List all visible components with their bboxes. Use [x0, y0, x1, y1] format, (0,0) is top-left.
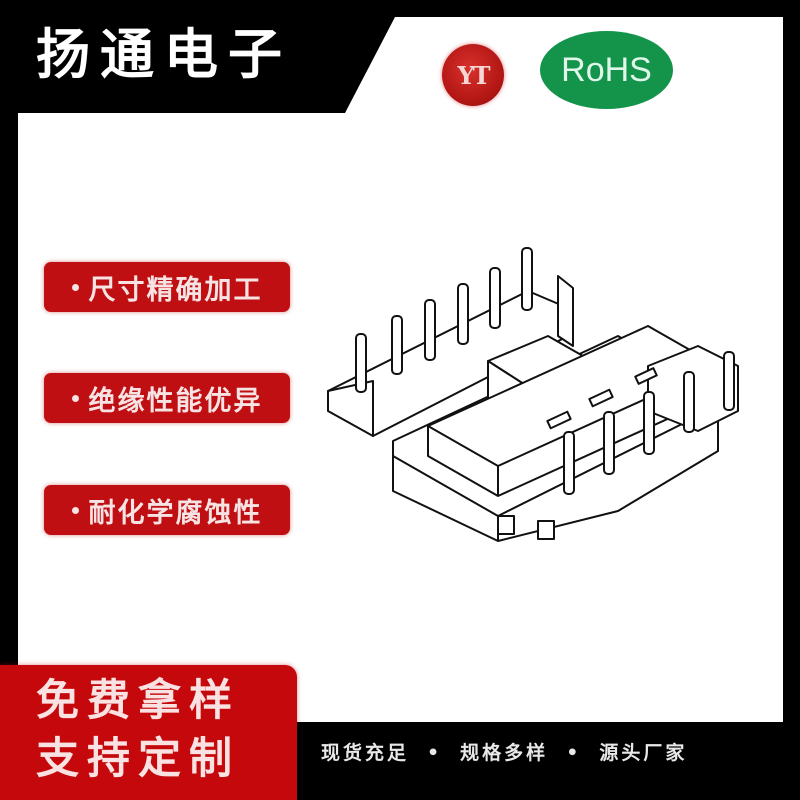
rohs-label: RoHS: [561, 50, 652, 89]
feature-label: 尺寸精确加工: [88, 274, 263, 306]
yt-logo-icon: YT: [442, 44, 504, 106]
slogan-separator: •: [566, 742, 582, 764]
feature-pill-insulation: 绝缘性能优异: [44, 373, 290, 423]
feature-pill-precision: 尺寸精确加工: [44, 262, 290, 312]
promo-free-sample: 免费拿样: [36, 676, 240, 726]
feature-label: 耐化学腐蚀性: [88, 497, 263, 529]
slogan-in-stock: 现货充足: [321, 742, 410, 764]
transformer-bobbin-drawing-icon: [327, 247, 739, 542]
slogan-separator: •: [427, 742, 443, 764]
slogan-bar: 现货充足 • 规格多样 • 源头厂家: [297, 722, 800, 800]
slogan-source-factory: 源头厂家: [599, 742, 688, 764]
promo-customization: 支持定制: [36, 734, 240, 784]
free-sample-promo-block: 免费拿样 支持定制: [0, 665, 297, 800]
feature-pill-chemical-resistance: 耐化学腐蚀性: [44, 485, 290, 535]
bullet-icon: [71, 283, 79, 291]
rohs-badge: RoHS: [540, 31, 673, 109]
brand-title: 扬通电子: [36, 23, 292, 86]
feature-label: 绝缘性能优异: [88, 385, 263, 417]
yt-logo-text: YT: [457, 60, 491, 90]
bullet-icon: [71, 506, 79, 514]
bullet-icon: [71, 394, 79, 402]
slogan-various-specs: 规格多样: [460, 742, 549, 764]
slogan-text: 现货充足 • 规格多样 • 源头厂家: [321, 738, 687, 765]
